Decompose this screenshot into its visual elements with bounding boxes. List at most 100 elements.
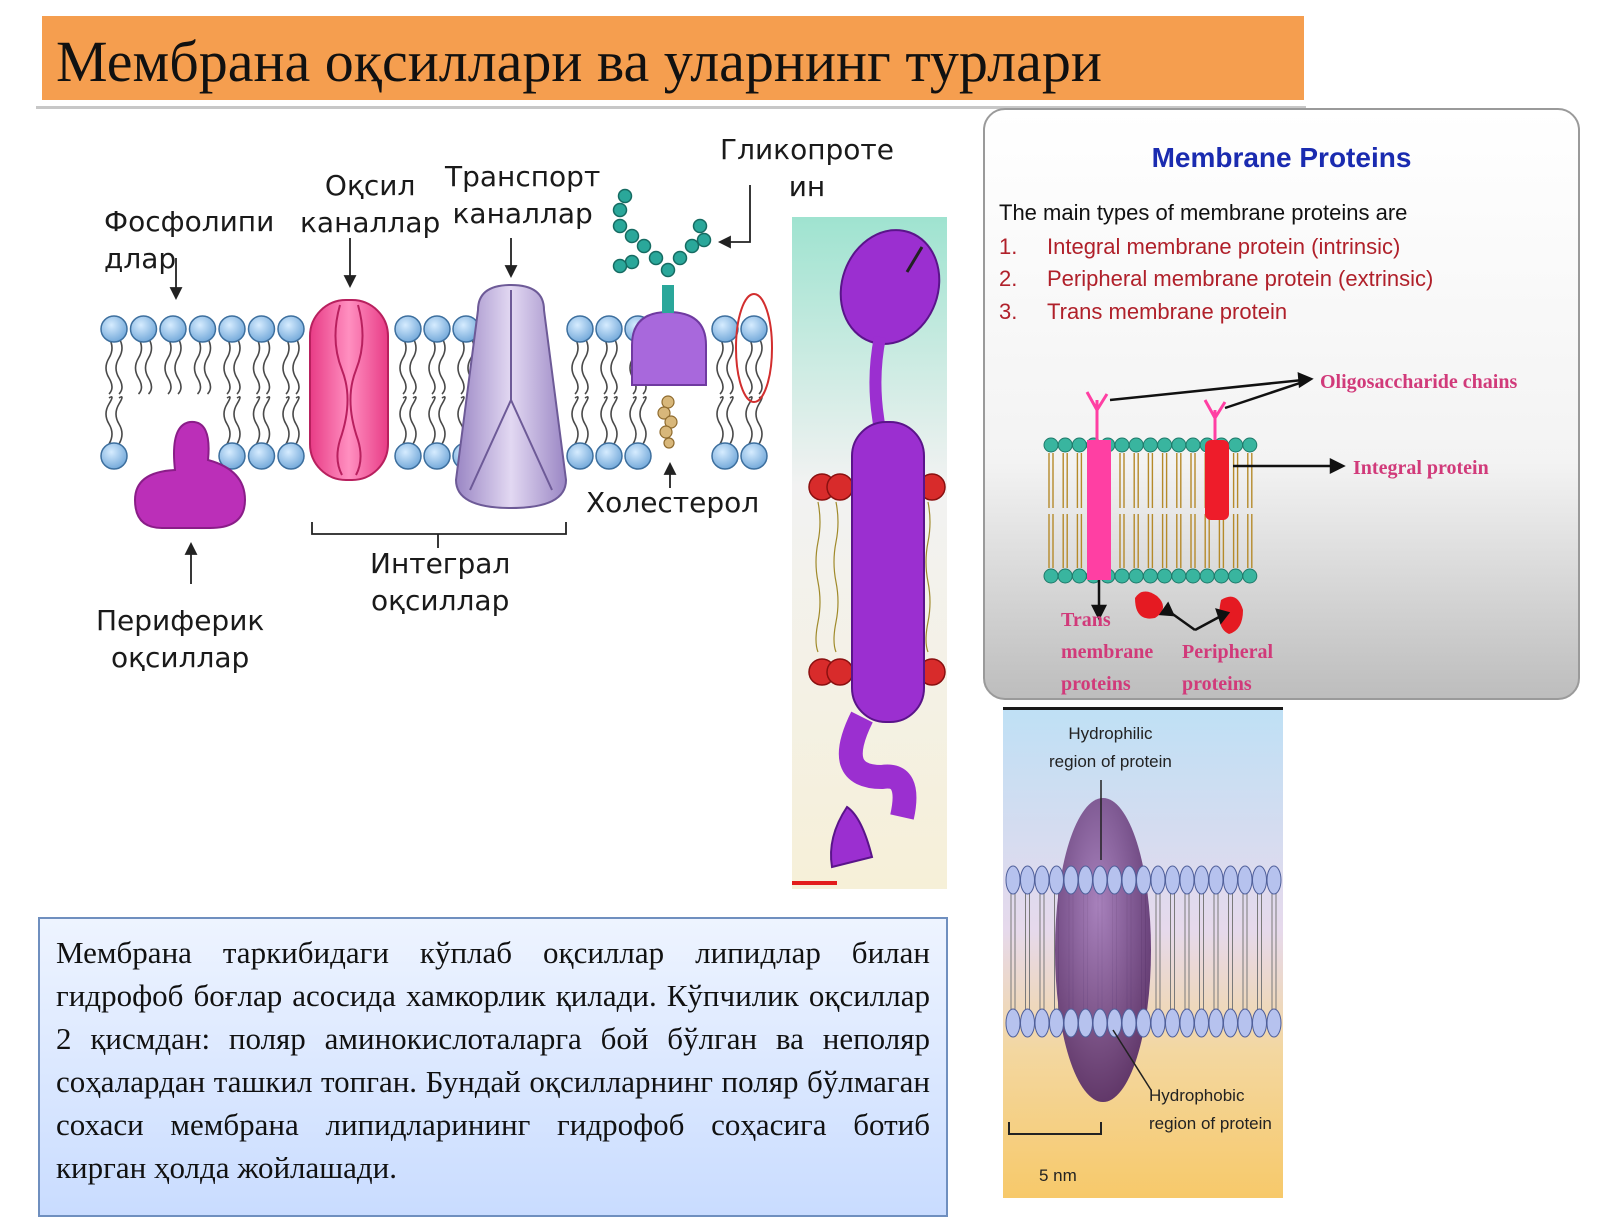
hydro-lipid-head: [1223, 1008, 1238, 1038]
hydrophobic-region-image: Hydrophilic region of protein Hydrophobi…: [1003, 707, 1283, 1198]
glycan-bead: [684, 238, 700, 254]
phospholipid-head: [100, 442, 128, 470]
phospholipid-head: [218, 315, 246, 343]
panel-lipid-head: [1114, 437, 1130, 453]
peripheral-protein-shape-1: [1135, 591, 1164, 619]
panel-lipid-head: [1171, 437, 1187, 453]
glycoprotein: [612, 188, 712, 386]
hydro-lipid-head: [1150, 865, 1166, 895]
hydro-lipid-head: [1063, 1008, 1079, 1038]
hydro-lipid-head: [1078, 1008, 1093, 1038]
description-text-box: Мембрана таркибидаги кўплаб оқсиллар лип…: [38, 917, 948, 1217]
page-title: Мембрана оқсиллари ва уларнинг турлари: [56, 29, 1102, 94]
hydro-lipid-head: [1005, 1008, 1021, 1038]
hydro-lipid-head: [1034, 865, 1050, 895]
phospholipid-head: [277, 442, 305, 470]
lipid-tails-yellow: [815, 501, 931, 653]
phospholipid-head: [247, 442, 276, 470]
hydro-diagram: [1003, 710, 1283, 1198]
hydro-lipid-head: [1179, 865, 1195, 895]
panel-lipid-head: [1242, 437, 1258, 453]
phospholipid-head: [394, 442, 422, 470]
phospholipid-head: [100, 315, 128, 343]
hydro-lipid-head: [1194, 1008, 1209, 1038]
phospholipid-head: [277, 315, 305, 343]
panel-lipid-head: [1185, 437, 1201, 453]
glycan-bead: [648, 250, 664, 266]
panel-item-peripheral: 2.Peripheral membrane protein (extrinsic…: [999, 266, 1434, 291]
phospholipid-head: [624, 442, 652, 470]
hydro-lipid-head: [1078, 865, 1093, 895]
phospholipid-head: [595, 315, 623, 343]
glycan-bead: [696, 232, 712, 248]
hydro-lipid-head: [1107, 865, 1122, 895]
panel-lipid-head: [1199, 568, 1215, 584]
phospholipid-head: [129, 315, 158, 343]
panel-lipid-head: [1213, 568, 1229, 584]
panel-lipid-head: [1043, 568, 1059, 584]
label-transport-channels: Транспорт каналлар: [445, 160, 601, 230]
peripheral-protein-shape-2: [1219, 596, 1243, 634]
glycan-bead: [636, 238, 652, 254]
glycan-bead: [617, 188, 633, 204]
phospholipid-head: [711, 442, 739, 470]
label-peripheral-proteins: Периферик оқсиллар: [96, 604, 265, 674]
glycan-bead: [660, 262, 676, 278]
hydro-lipid-head: [1237, 1008, 1253, 1038]
glycan-bead: [624, 228, 640, 244]
hydro-lipid-head: [1063, 865, 1079, 895]
label-scale-5nm: 5 nm: [1039, 1166, 1077, 1185]
glycan-bead: [624, 254, 640, 270]
label-oligosaccharide-chains: Oligosaccharide chains: [1320, 371, 1518, 393]
label-integral-proteins: Интеграл оқсиллар: [370, 547, 511, 617]
phospholipid-head: [218, 442, 246, 470]
hydro-protein-shape: [1055, 798, 1151, 1102]
hydro-lipid-head: [1092, 1008, 1108, 1038]
hydro-lipid-head: [1252, 1008, 1267, 1038]
glycan-bead: [672, 250, 688, 266]
hydro-lipid-head: [1165, 1008, 1180, 1038]
phospholipid-head: [740, 315, 768, 343]
panel-intro: The main types of membrane proteins are: [999, 200, 1408, 225]
protein-channel: [309, 299, 389, 481]
panel-lipid-head: [1071, 437, 1087, 453]
oligosaccharide-chain-2: [1203, 399, 1227, 440]
cholesterol: [657, 395, 678, 449]
phospholipid-head: [740, 442, 768, 470]
label-integral-protein: Integral protein: [1353, 457, 1489, 479]
hydro-lipid-head: [1020, 865, 1035, 895]
panel-lipid-head: [1128, 437, 1144, 453]
label-peripheral-proteins-panel: Peripheral proteins: [1182, 641, 1274, 695]
phospholipid-head: [566, 442, 594, 470]
hydro-lipid-head: [1136, 865, 1151, 895]
panel-lipid-head: [1114, 568, 1130, 584]
phospholipid-head: [423, 442, 451, 470]
membrane-proteins-panel: Membrane Proteins The main types of memb…: [983, 108, 1580, 700]
transport-channel: [454, 283, 568, 510]
label-glycoprotein: Гликопроте ин: [720, 133, 894, 203]
panel-lipid-head: [1142, 568, 1158, 584]
hydro-lipid-head: [1092, 865, 1108, 895]
panel-lipid-head: [1043, 437, 1059, 453]
panel-lipid-head: [1057, 437, 1073, 453]
hydro-lipid-head: [1223, 865, 1238, 895]
integral-protein-shape: [1205, 440, 1229, 520]
lipid-heads-red: [808, 473, 946, 686]
title-underline: [36, 106, 1306, 109]
description-text: Мембрана таркибидаги кўплаб оқсиллар лип…: [56, 935, 930, 1185]
phospholipid-head: [394, 315, 422, 343]
panel-lipid-head: [1228, 437, 1244, 453]
hydro-lipid-head: [1049, 865, 1064, 895]
label-arrows: [169, 185, 751, 584]
hydro-lipid-head: [1208, 1008, 1224, 1038]
highlighted-phospholipid: [735, 293, 773, 403]
phospholipid-head: [159, 315, 187, 343]
panel-title: Membrane Proteins: [1151, 142, 1412, 173]
phospholipid-head: [188, 315, 217, 343]
hydro-lipid-head: [1266, 865, 1282, 895]
panel-lipid-head: [1157, 437, 1173, 453]
hydro-lipid-head: [1020, 1008, 1035, 1038]
trans-membrane-protein-shape: [1087, 440, 1111, 580]
phospholipid-head: [423, 315, 451, 343]
oligosaccharide-chain-1: [1085, 391, 1109, 440]
